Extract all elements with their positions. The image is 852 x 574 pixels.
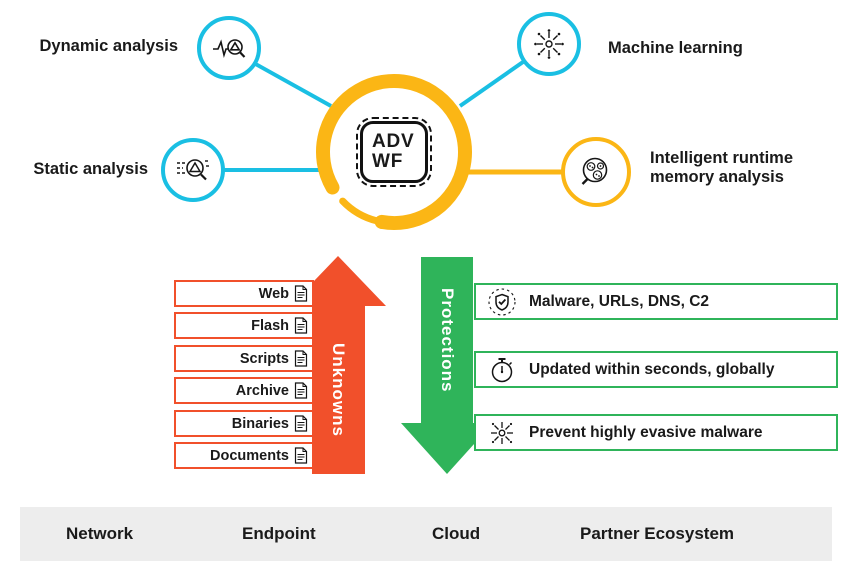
protection-label: Updated within seconds, globally [529, 360, 775, 378]
document-icon [294, 447, 308, 464]
document-icon [294, 350, 308, 367]
document-icon [294, 317, 308, 334]
memory-analysis-node [561, 137, 631, 207]
protection-row: Malware, URLs, DNS, C2 [474, 283, 838, 320]
footer-item-endpoint: Endpoint [242, 524, 316, 543]
wildfire-hub: ADV WF [314, 72, 474, 232]
dynamic-analysis-icon [213, 39, 246, 58]
protections-arrow [401, 257, 493, 474]
evasive-malware-icon [491, 421, 513, 444]
footer-item-cloud: Cloud [432, 524, 481, 543]
unknown-item-label: Flash [251, 317, 289, 334]
unknown-item-row: Binaries [174, 410, 314, 437]
document-icon [294, 285, 308, 302]
memory-analysis-label: Intelligent runtime memory analysis [650, 149, 794, 186]
unknowns-arrow-title: Unknowns [329, 343, 348, 437]
unknown-item-row: Flash [174, 312, 314, 339]
dynamic-analysis-node [197, 16, 261, 80]
protections-arrow-title: Protections [438, 287, 457, 393]
protection-label: Malware, URLs, DNS, C2 [529, 292, 710, 310]
memory-analysis-icon [581, 157, 608, 185]
hub-ring-arc-main [316, 74, 472, 230]
unknown-item-label: Binaries [231, 415, 289, 432]
badge-line-2: WF [372, 151, 404, 172]
unknown-item-row: Web [174, 280, 314, 307]
machine-learning-label: Machine learning [608, 39, 743, 57]
badge-line-1: ADV [372, 131, 415, 153]
stopwatch-icon [491, 357, 513, 382]
unknown-item-label: Scripts [239, 350, 289, 367]
unknown-item-row: Archive [174, 377, 314, 404]
machine-learning-node [517, 12, 581, 76]
unknown-item-row: Scripts [174, 345, 314, 372]
footer-item-partner-ecosystem: Partner Ecosystem [580, 524, 735, 543]
static-analysis-icon [177, 159, 209, 181]
unknown-item-label: Documents [210, 447, 289, 464]
machine-learning-icon [534, 29, 564, 59]
unknown-item-label: Web [258, 285, 289, 302]
static-analysis-label: Static analysis [33, 160, 148, 178]
adv-wf-badge: ADV WF [356, 117, 432, 187]
protection-row: Prevent highly evasive malware [474, 414, 838, 451]
connector-lines [210, 55, 580, 175]
protection-row: Updated within seconds, globally [474, 351, 838, 388]
footer-item-network: Network [66, 524, 134, 543]
dynamic-analysis-label: Dynamic analysis [39, 37, 179, 55]
document-icon [294, 415, 308, 432]
protection-label: Prevent highly evasive malware [529, 423, 763, 441]
connector-ml [458, 60, 525, 108]
hub-ring-arc-small [319, 77, 469, 227]
static-analysis-node [161, 138, 225, 202]
shield-check-icon [488, 287, 516, 316]
document-icon [294, 382, 308, 399]
unknown-item-label: Archive [235, 382, 289, 399]
deployment-bar: Network Endpoint Cloud Partner Ecosystem [20, 507, 832, 561]
unknowns-arrow [290, 256, 386, 474]
connector-dynamic [242, 55, 332, 108]
unknown-item-row: Documents [174, 442, 314, 469]
